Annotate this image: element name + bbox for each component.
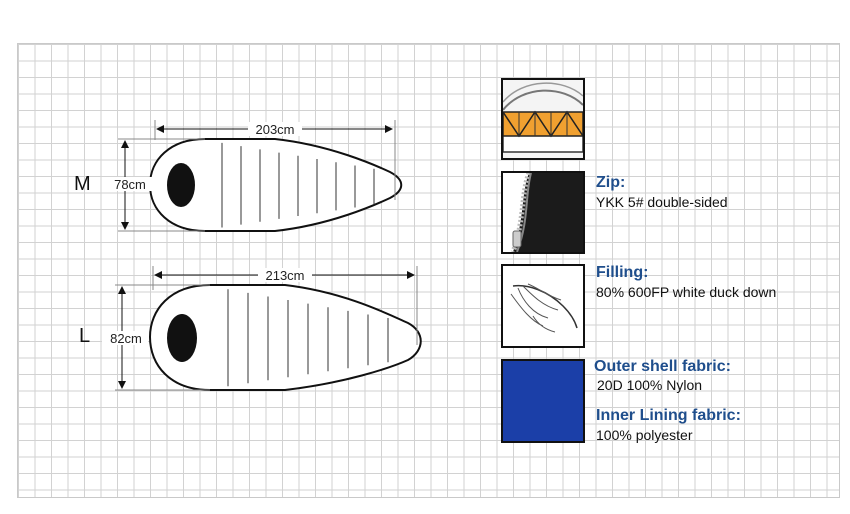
feature-outer-shell-title: Outer shell fabric: bbox=[594, 358, 731, 375]
feature-zip-title: Zip: bbox=[596, 174, 626, 191]
feature-inner-lining-value: 100% polyester bbox=[596, 427, 693, 443]
bag-m: 203cm 78cm bbox=[108, 120, 403, 232]
background-grid bbox=[17, 43, 840, 498]
baffle-construction-icon bbox=[501, 78, 585, 160]
feature-outer-shell-value: 20D 100% Nylon bbox=[597, 377, 703, 393]
bag-m-baffle-lines bbox=[221, 142, 375, 228]
size-l-label: L bbox=[79, 325, 91, 347]
bag-l-hood-opening bbox=[167, 314, 197, 362]
feature-inner-lining-title: Inner Lining fabric: bbox=[596, 407, 741, 424]
l-length-label: 213cm bbox=[265, 268, 304, 283]
bag-l-outline bbox=[148, 284, 422, 391]
m-length-label: 203cm bbox=[255, 122, 294, 137]
feature-filling-title: Filling: bbox=[596, 264, 649, 281]
bag-l: 213cm 82cm bbox=[102, 266, 422, 391]
bag-m-hood-opening bbox=[167, 163, 195, 207]
fabric-swatch-icon bbox=[501, 359, 585, 443]
size-m-label: M bbox=[74, 173, 91, 195]
m-width-label: 78cm bbox=[114, 177, 146, 192]
down-feather-icon bbox=[501, 264, 585, 348]
feature-zip-value: YKK 5# double-sided bbox=[596, 194, 728, 210]
l-width-label: 82cm bbox=[110, 331, 142, 346]
feature-filling-value: 80% 600FP white duck down bbox=[596, 284, 777, 300]
bag-l-baffle-lines bbox=[227, 289, 389, 387]
zipper-icon bbox=[501, 171, 585, 254]
